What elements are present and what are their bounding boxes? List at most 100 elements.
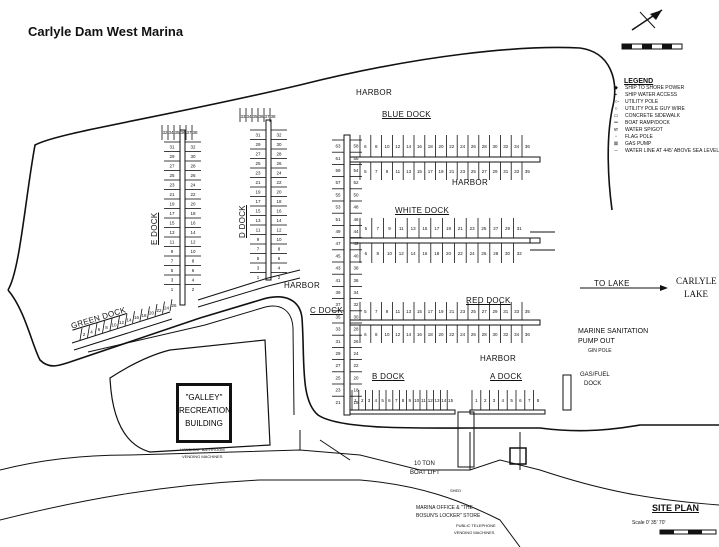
slip-number: 48 bbox=[353, 205, 359, 210]
slip-number: 23 bbox=[470, 226, 476, 231]
slip-number: 14 bbox=[406, 144, 412, 149]
slip-number: 1 bbox=[475, 398, 478, 403]
slip-number: 13 bbox=[411, 226, 417, 231]
slip-finger bbox=[132, 311, 135, 324]
slip-finger bbox=[139, 308, 143, 321]
slip-number: 37 bbox=[335, 302, 341, 307]
slip-number: 21 bbox=[169, 192, 175, 197]
legend-item: ○UTILITY POLE GUY WIRE bbox=[610, 106, 715, 113]
slip-number: 6 bbox=[519, 398, 522, 403]
label-shed: SHED bbox=[450, 488, 462, 493]
slip-number: 7 bbox=[376, 226, 379, 231]
slip-number: 26 bbox=[471, 332, 477, 337]
slip-number: 13 bbox=[434, 398, 440, 403]
slip-number: 24 bbox=[190, 182, 196, 187]
slip-number: 30 bbox=[492, 144, 498, 149]
slip-number: 21 bbox=[449, 309, 455, 314]
slip-number: 8 bbox=[375, 332, 378, 337]
slip-number: 31 bbox=[255, 132, 261, 137]
slip-number: 36 bbox=[525, 144, 531, 149]
connector-d bbox=[197, 269, 301, 308]
slip-number: 27 bbox=[169, 163, 175, 168]
slip-number: 23 bbox=[460, 309, 466, 314]
slip-number: 33 bbox=[514, 309, 520, 314]
legend-text: FLAG POLE bbox=[625, 134, 653, 140]
label-white-dock: WHITE DOCK bbox=[395, 206, 450, 215]
slip-number: 57 bbox=[335, 180, 341, 185]
slip-number: 7 bbox=[171, 258, 174, 263]
legend-symbol-icon: ▪ bbox=[615, 92, 617, 98]
slip-number: 8 bbox=[375, 144, 378, 149]
slip-number: 34 bbox=[514, 144, 520, 149]
slip-number: 9 bbox=[257, 237, 260, 242]
slip-number: 10 bbox=[414, 398, 420, 403]
legend-symbol-icon: ▫ bbox=[615, 134, 617, 140]
slip-number: 61 bbox=[335, 156, 341, 161]
slip-finger bbox=[169, 299, 173, 312]
slip-number: 23 bbox=[169, 182, 175, 187]
slip-number: 51 bbox=[335, 217, 341, 222]
slip-number: 3 bbox=[171, 277, 174, 282]
slip-number: 20 bbox=[190, 201, 196, 206]
label-gas-dock: DOCK bbox=[584, 381, 602, 387]
legend-item: -○-UTILITY POLE bbox=[610, 99, 715, 106]
slip-number: 6 bbox=[388, 398, 391, 403]
slip-number: 7 bbox=[395, 398, 398, 403]
slip-number: 52 bbox=[353, 180, 359, 185]
slip-number: 41 bbox=[335, 278, 341, 283]
slip-number: 5 bbox=[364, 309, 367, 314]
slip-number: 29 bbox=[335, 351, 341, 356]
blue-dock-walkway bbox=[349, 156, 541, 163]
slip-number: 53 bbox=[335, 205, 341, 210]
legend-symbol-icon: ⊠ bbox=[613, 141, 619, 147]
slip-number: 23 bbox=[255, 170, 261, 175]
b-dock-walkway bbox=[349, 409, 456, 415]
slip-number: 5 bbox=[171, 268, 174, 273]
legend-symbol-icon: -- bbox=[614, 148, 618, 154]
legend-item: ▫ FLAG POLE bbox=[610, 134, 715, 141]
slip-number: 9 bbox=[409, 398, 412, 403]
slip-number: 14 bbox=[190, 230, 196, 235]
slip-number: 24 bbox=[164, 306, 170, 311]
slip-number: 38 bbox=[270, 114, 276, 119]
slip-number: 15 bbox=[169, 220, 175, 225]
site-plan-title: SITE PLAN bbox=[652, 503, 700, 513]
label-carlyle: CARLYLE bbox=[676, 276, 717, 286]
slip-number: 14 bbox=[276, 218, 282, 223]
slip-number: 2 bbox=[484, 398, 487, 403]
slip-finger bbox=[154, 303, 158, 317]
label-harbor-top: HARBOR bbox=[356, 88, 393, 97]
slip-number: 15 bbox=[417, 169, 423, 174]
slip-number: 55 bbox=[335, 192, 341, 197]
scale-bar-top bbox=[621, 43, 683, 50]
slip-number: 10 bbox=[387, 251, 393, 256]
slip-number: 35 bbox=[335, 314, 341, 319]
slip-finger bbox=[162, 301, 165, 314]
slip-number: 26 bbox=[471, 144, 477, 149]
slip-finger bbox=[117, 315, 120, 329]
legend-item: ═BOAT RAMP/DOCK bbox=[610, 120, 715, 127]
label-gas-fuel: GAS/FUEL bbox=[580, 372, 610, 378]
slip-number: 39 bbox=[335, 290, 341, 295]
galley-recreation-building: "GALLEY" RECREATION BUILDING bbox=[176, 383, 232, 443]
slip-finger bbox=[147, 306, 150, 319]
slip-number: 32 bbox=[276, 132, 282, 137]
legend-symbol-icon: ○ bbox=[614, 106, 618, 112]
slip-number: 26 bbox=[481, 251, 487, 256]
legend-symbol-icon: ▭ bbox=[613, 113, 619, 119]
slip-number: 2 bbox=[192, 287, 195, 292]
slip-number: 1 bbox=[257, 275, 260, 280]
slip-number: 21 bbox=[449, 169, 455, 174]
building-name-2: RECREATION bbox=[179, 406, 231, 415]
slip-number: 3 bbox=[493, 398, 496, 403]
slip-number: 25 bbox=[255, 161, 261, 166]
slip-number: 22 bbox=[458, 251, 464, 256]
slip-number: 31 bbox=[503, 309, 509, 314]
label-lake: LAKE bbox=[684, 289, 708, 299]
legend-symbol-icon: ◆ bbox=[614, 85, 618, 91]
label-b-dock: B DOCK bbox=[372, 372, 405, 381]
slip-number: 38 bbox=[192, 130, 198, 135]
slip-number: 7 bbox=[375, 309, 378, 314]
